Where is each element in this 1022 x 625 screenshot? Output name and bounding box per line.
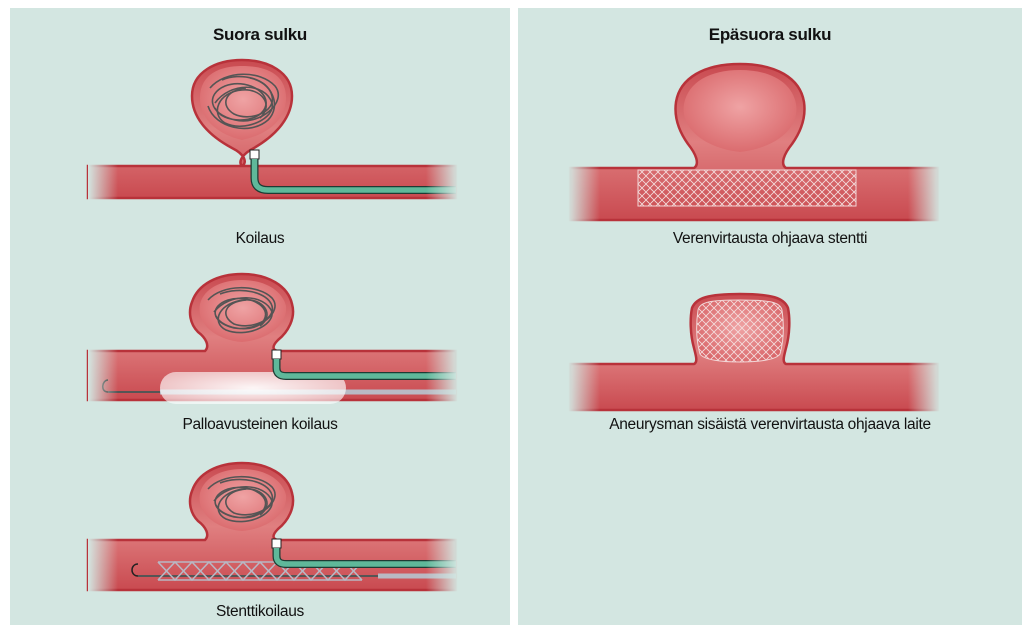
direct-occlusion-panel: Suora sulku [10, 8, 510, 625]
intrasaccular-mesh-icon [697, 300, 784, 362]
flow-diverter-stent-icon [638, 170, 856, 206]
caption-coiling: Koilaus [10, 230, 510, 248]
coiling-figure [88, 60, 458, 200]
direct-occlusion-illustrations [10, 8, 510, 625]
caption-balloon-assisted-coiling: Palloavusteinen koilaus [10, 416, 510, 434]
catheter-tip [272, 539, 281, 548]
intrasaccular-device-figure [568, 294, 940, 412]
catheter-tip [272, 350, 281, 359]
indirect-occlusion-illustrations [518, 8, 1022, 625]
caption-flow-diverter: Verenvirtausta ohjaava stentti [518, 230, 1022, 248]
balloon-assisted-coiling-figure [88, 274, 458, 404]
indirect-occlusion-panel: Epäsuora sulku [518, 8, 1022, 625]
catheter-tip [250, 150, 259, 159]
flow-diverter-figure [568, 64, 940, 222]
caption-intrasaccular-device: Aneurysman sisäistä verenvirtausta ohjaa… [518, 416, 1022, 434]
caption-stent-assisted-coiling: Stenttikoilaus [10, 603, 510, 621]
stent-assisted-coiling-figure [88, 463, 458, 592]
